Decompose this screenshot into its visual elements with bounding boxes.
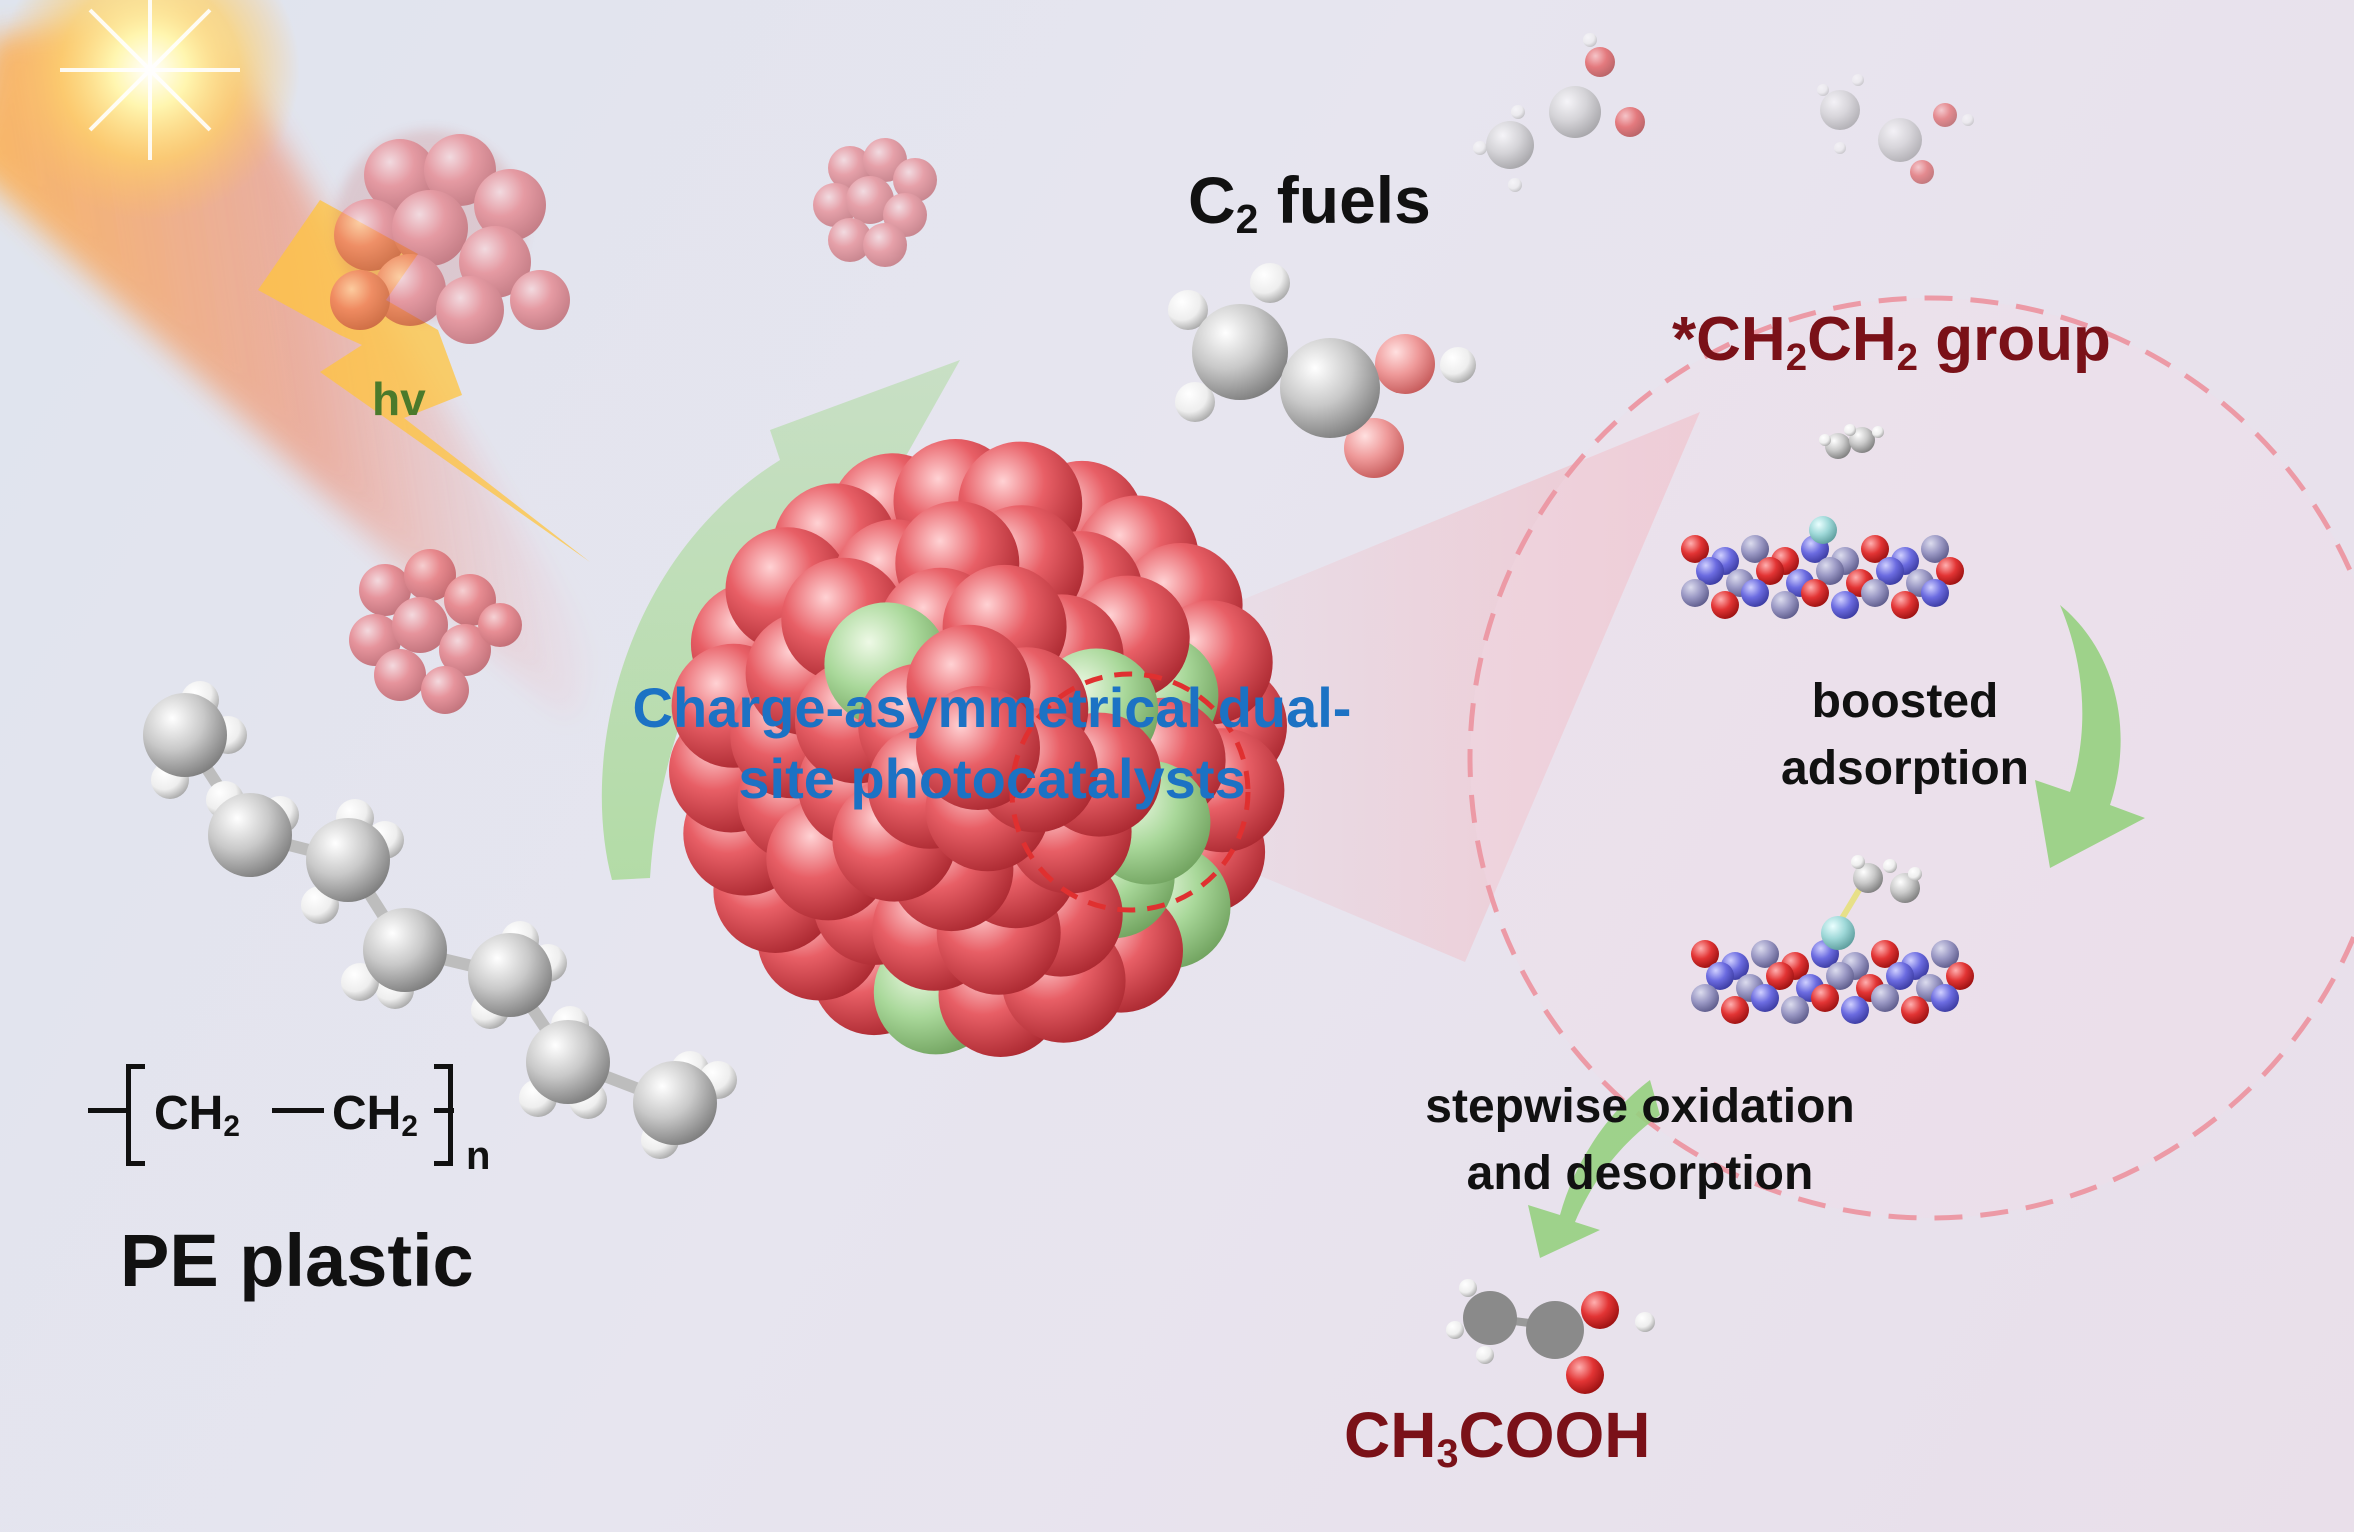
acetic-acid-molecule-faded-1: [1473, 33, 1645, 192]
zoom-circle: [1467, 295, 2354, 1221]
adsorption-arrow-icon: [2035, 605, 2145, 868]
nitrogen-atom: [1921, 579, 1949, 607]
acetic-acid-molecule-large: [1168, 263, 1476, 478]
catalyst-cluster: [669, 439, 1287, 1057]
acetic-acid-molecule-faded-2: [1817, 74, 1974, 184]
metal-atom: [1861, 579, 1889, 607]
nitrogen-atom: [1886, 962, 1914, 990]
sunlight-beam: [0, 0, 602, 723]
faded-cluster-left: [349, 549, 522, 714]
oxygen-atom: [1801, 579, 1829, 607]
adsorbed-group-label: *CH2CH2 group: [1672, 305, 2111, 379]
oxygen-atom: [1766, 962, 1794, 990]
repeat-index: n: [466, 1134, 491, 1178]
bond-line-middle: [272, 1108, 324, 1113]
catalyst-surface-top: [1681, 535, 1964, 619]
nitrogen-atom: [1876, 557, 1904, 585]
c2-fuels-label: C2 fuels: [1188, 163, 1431, 243]
oxygen-atom: [1891, 591, 1919, 619]
metal-atom: [1771, 591, 1799, 619]
metal-atom: [1826, 962, 1854, 990]
metal-atom: [1931, 940, 1959, 968]
carbon-atom: [633, 1061, 717, 1145]
pe-repeat-unit-formula: CH2 CH2 n: [88, 1048, 508, 1178]
oxygen-atom: [1936, 557, 1964, 585]
pe-plastic-label: PE plastic: [120, 1219, 474, 1302]
carbon-atom: [468, 933, 552, 1017]
nitrogen-atom: [1696, 557, 1724, 585]
carbon-atom: [143, 693, 227, 777]
sun-sparkle-icon: [60, 0, 240, 160]
cluster-red-sphere: [916, 686, 1040, 810]
faded-cluster-large: [330, 130, 570, 344]
active-site-highlight: [1009, 671, 1251, 913]
metal-atom: [1816, 557, 1844, 585]
stepwise-oxidation-label: stepwise oxidation and desorption: [1425, 1080, 1855, 1201]
metal-atom: [1871, 984, 1899, 1012]
oxygen-atom: [1811, 984, 1839, 1012]
ethylene-molecule-small: [1819, 424, 1884, 459]
carbon-atom: [526, 1020, 610, 1104]
ch2-right: CH2: [332, 1087, 418, 1144]
oxygen-atom: [1946, 962, 1974, 990]
catalyst-label: Charge-asymmetrical dual-site photocatal…: [632, 676, 1352, 811]
oxygen-atom: [1861, 535, 1889, 563]
photon-energy-label: hv: [372, 373, 426, 425]
adsorbed-ch2ch2: [1821, 855, 1922, 950]
bond-line-left: [88, 1108, 128, 1113]
oxygen-atom: [1711, 591, 1739, 619]
oxygen-atom: [1681, 535, 1709, 563]
acetic-acid-label: CH3COOH: [1344, 1399, 1651, 1476]
ch2-left: CH2: [154, 1087, 240, 1144]
bond-line-right: [434, 1108, 454, 1113]
metal-atom: [1691, 984, 1719, 1012]
hydrogen-atom: [341, 963, 379, 1001]
oxygen-atom: [1756, 557, 1784, 585]
nitrogen-atom: [1841, 996, 1869, 1024]
metal-atom: [1751, 940, 1779, 968]
oxygen-atom: [1691, 940, 1719, 968]
bracket-left: [126, 1064, 145, 1166]
metal-atom: [1741, 535, 1769, 563]
desorption-arrow-icon: [1528, 1080, 1660, 1258]
carbon-atom: [306, 818, 390, 902]
nitrogen-atom: [1706, 962, 1734, 990]
bracket-right: [434, 1064, 453, 1166]
metal-atom: [1681, 579, 1709, 607]
active-site-atom: [1809, 516, 1837, 544]
oxygen-atom: [1901, 996, 1929, 1024]
oxygen-atom: [1871, 940, 1899, 968]
carbon-atom: [363, 908, 447, 992]
metal-atom: [1921, 535, 1949, 563]
polyethylene-chain: [143, 681, 737, 1159]
metal-atom: [1781, 996, 1809, 1024]
carbon-atom: [208, 793, 292, 877]
nitrogen-atom: [1831, 591, 1859, 619]
faded-cluster-top: [813, 138, 937, 267]
acetic-acid-molecule-product: [1446, 1279, 1655, 1394]
boosted-adsorption-label: boosted adsorption: [1781, 675, 2029, 796]
oxygen-atom: [1721, 996, 1749, 1024]
nitrogen-atom: [1931, 984, 1959, 1012]
nitrogen-atom: [1751, 984, 1779, 1012]
nitrogen-atom: [1741, 579, 1769, 607]
